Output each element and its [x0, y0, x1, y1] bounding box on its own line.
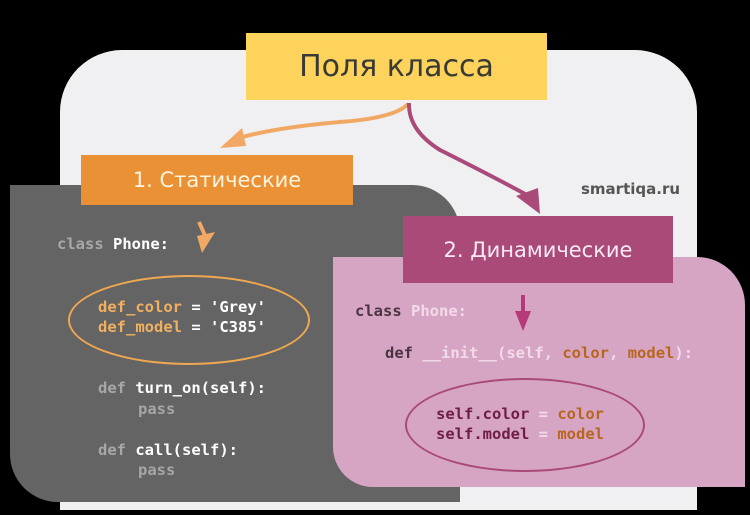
keyword: def — [98, 441, 126, 459]
static-class-line: class Phone: — [57, 234, 169, 254]
static-header: 1. Статические — [81, 155, 353, 205]
static-fields-highlight-oval — [68, 275, 310, 365]
field-value: model — [557, 425, 604, 443]
param: color — [562, 344, 610, 362]
keyword: def — [385, 344, 413, 362]
static-header-label: 1. Статические — [132, 168, 302, 192]
class-name: Phone: — [411, 302, 468, 320]
static-field-color: def_color = 'Grey' — [98, 297, 266, 317]
field-name: self.model — [436, 425, 530, 443]
dynamic-field-model: self.model = model — [436, 424, 604, 444]
dynamic-init-line: def __init__(self, color, model): — [385, 343, 693, 363]
field-name: self.color — [436, 405, 530, 423]
operator: = — [529, 425, 558, 443]
field-value: 'C385' — [210, 318, 266, 336]
dynamic-class-line: class Phone: — [355, 301, 467, 321]
operator: = — [182, 298, 210, 316]
field-name: def_color — [98, 298, 182, 316]
field-name: def_model — [98, 318, 182, 336]
static-field-model: def_model = 'C385' — [98, 317, 266, 337]
static-method-call-body: pass — [138, 461, 176, 479]
punct: ): — [674, 344, 694, 362]
watermark: smartiqa.ru — [581, 180, 681, 198]
title-text: Поля класса — [299, 49, 494, 84]
param: model — [627, 344, 675, 362]
dynamic-header: 2. Динамические — [403, 216, 673, 283]
dynamic-header-label: 2. Динамические — [443, 237, 633, 262]
operator: = — [529, 405, 558, 423]
operator: = — [182, 318, 210, 336]
keyword: def — [98, 379, 126, 397]
dynamic-field-color: self.color = color — [436, 404, 604, 424]
dynamic-fields-highlight-oval — [405, 378, 645, 472]
class-name: Phone: — [113, 235, 170, 253]
method-name: __init__(self, — [422, 344, 553, 362]
punct: , — [609, 344, 619, 362]
keyword: class — [355, 302, 402, 320]
static-method-turn-on-body: pass — [138, 400, 176, 418]
title-box: Поля класса — [246, 33, 547, 100]
method-signature: call(self): — [135, 441, 238, 459]
method-signature: turn_on(self): — [135, 379, 266, 397]
field-value: color — [557, 405, 604, 423]
field-value: 'Grey' — [210, 298, 266, 316]
static-method-turn-on: def turn_on(self): — [98, 378, 266, 398]
static-method-call: def call(self): — [98, 440, 238, 460]
keyword: class — [57, 235, 104, 253]
